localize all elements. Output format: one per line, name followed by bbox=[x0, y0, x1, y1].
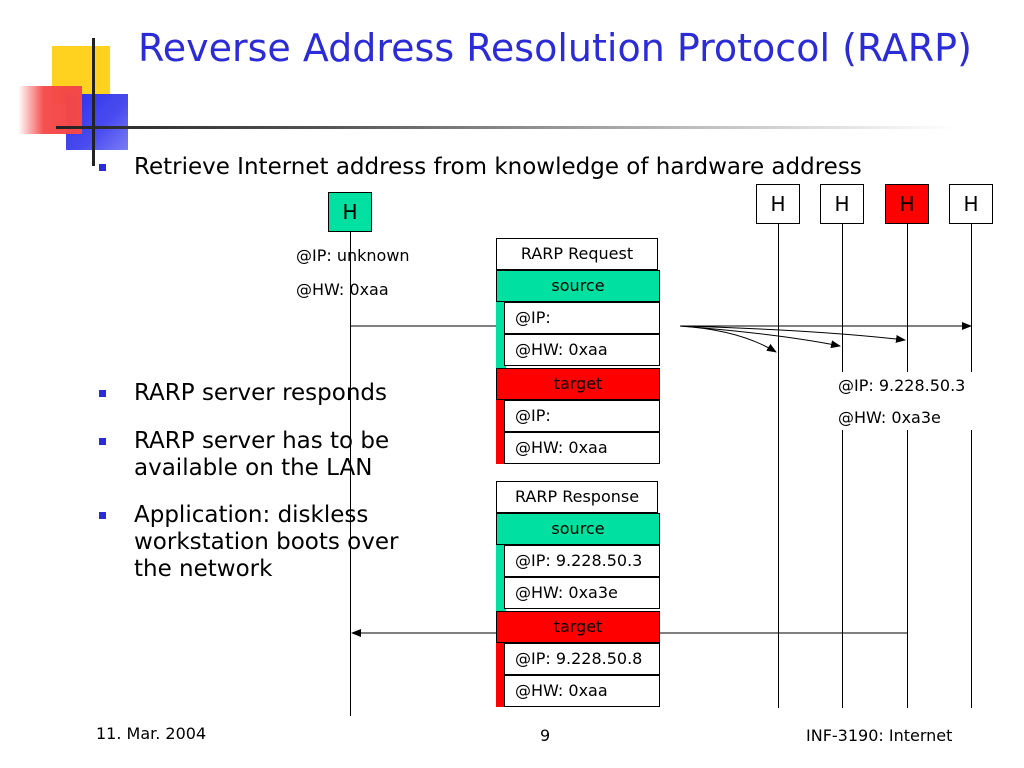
client-host: H bbox=[328, 192, 372, 232]
response-target-header: target bbox=[496, 611, 660, 643]
request-source-hw: @HW: 0xaa bbox=[504, 334, 660, 366]
request-arrow-host2 bbox=[679, 325, 841, 349]
logo-vertical-line bbox=[92, 38, 95, 166]
server-host: H bbox=[885, 184, 929, 224]
host4-lifeline bbox=[971, 224, 972, 708]
server-hw-label: @HW: 0xa3e bbox=[838, 408, 941, 427]
server-ip-label: @IP: 9.228.50.3 bbox=[838, 376, 966, 395]
host-2: H bbox=[820, 184, 864, 224]
bullet-text: RARP server responds bbox=[134, 380, 387, 406]
request-target-ip: @IP: bbox=[504, 400, 660, 432]
response-target-stripe bbox=[496, 611, 506, 707]
request-target-stripe bbox=[496, 368, 506, 464]
bullet-marker bbox=[99, 390, 106, 397]
bullet-retrieve: Retrieve Internet address from knowledge… bbox=[99, 154, 974, 181]
request-source-ip: @IP: bbox=[504, 302, 660, 334]
host-4: H bbox=[949, 184, 993, 224]
footer-date: 11. Mar. 2004 bbox=[96, 724, 207, 743]
footer-course: INF-3190: Internet bbox=[806, 726, 953, 745]
bullet-text: Application: diskless workstation boots … bbox=[134, 502, 399, 582]
response-title: RARP Response bbox=[496, 481, 658, 513]
request-target-hw: @HW: 0xaa bbox=[504, 432, 660, 464]
bullet-text: Retrieve Internet address from knowledge… bbox=[134, 154, 862, 180]
client-lifeline bbox=[350, 230, 351, 716]
response-target-hw: @HW: 0xaa bbox=[504, 675, 660, 707]
server-info-box bbox=[834, 372, 984, 430]
request-source-stripe bbox=[496, 270, 506, 368]
bullet-marker bbox=[99, 164, 106, 171]
host1-lifeline bbox=[778, 224, 779, 708]
bullet-server-responds: RARP server responds bbox=[99, 380, 454, 407]
client-hw-label: @HW: 0xaa bbox=[296, 280, 389, 299]
response-source-hw: @HW: 0xa3e bbox=[504, 577, 660, 609]
bullet-application: Application: diskless workstation boots … bbox=[99, 502, 434, 583]
host2-lifeline bbox=[842, 224, 843, 708]
bullet-text: RARP server has to be available on the L… bbox=[134, 428, 390, 481]
bullet-marker bbox=[99, 438, 106, 445]
request-title: RARP Request bbox=[496, 238, 658, 270]
bullet-server-available: RARP server has to be available on the L… bbox=[99, 428, 434, 482]
response-source-ip: @IP: 9.228.50.3 bbox=[504, 545, 660, 577]
title-underline bbox=[56, 126, 956, 129]
slide-title: Reverse Address Resolution Protocol (RAR… bbox=[138, 26, 972, 70]
server-lifeline bbox=[907, 224, 908, 708]
client-ip-label: @IP: unknown bbox=[296, 246, 410, 265]
response-target-ip: @IP: 9.228.50.8 bbox=[504, 643, 660, 675]
footer-page-number: 9 bbox=[540, 726, 551, 745]
bullet-marker bbox=[99, 512, 106, 519]
response-source-header: source bbox=[496, 513, 660, 545]
request-target-header: target bbox=[496, 368, 660, 400]
request-source-header: source bbox=[496, 270, 660, 302]
request-arrow-server bbox=[679, 325, 906, 343]
response-source-stripe bbox=[496, 513, 506, 611]
host-1: H bbox=[756, 184, 800, 224]
